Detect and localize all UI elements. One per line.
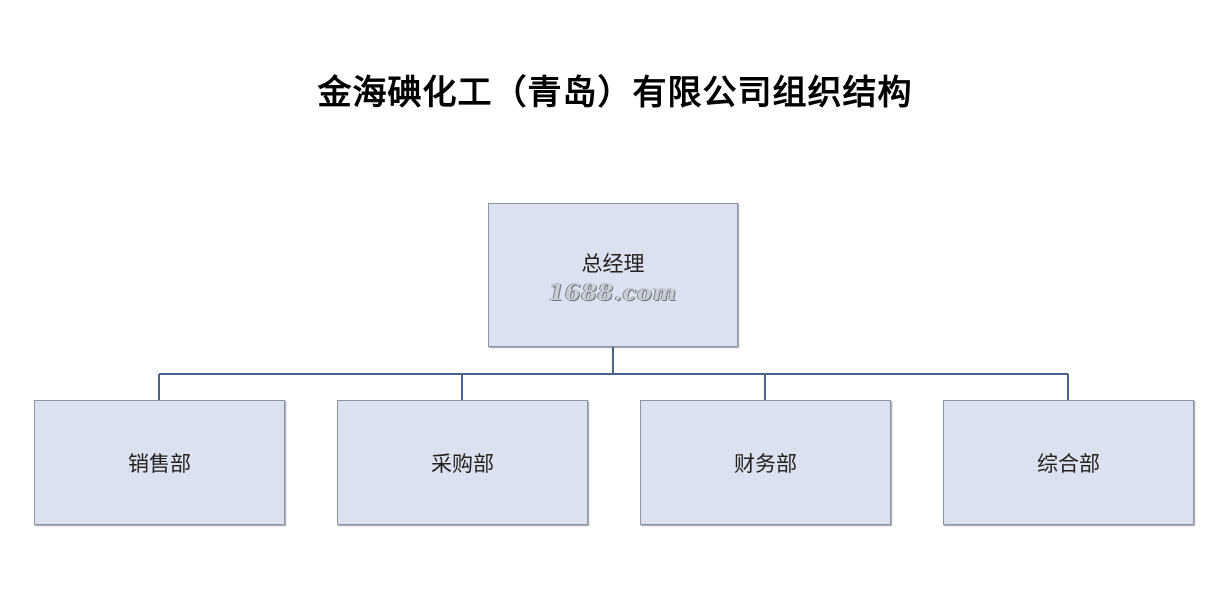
- sales-department-label: 销售部: [128, 451, 191, 476]
- purchasing-department-node: 采购部: [337, 400, 588, 525]
- watermark-logo: 1688.com: [548, 280, 678, 306]
- general-affairs-department-label: 综合部: [1037, 451, 1100, 476]
- general-manager-label: 总经理: [581, 252, 645, 276]
- general-manager-node: 总经理 1688.com: [488, 203, 738, 347]
- finance-department-node: 财务部: [640, 400, 891, 525]
- general-affairs-department-node: 综合部: [943, 400, 1194, 525]
- org-chart-title: 金海碘化工（青岛）有限公司组织结构: [317, 73, 913, 113]
- sales-department-node: 销售部: [34, 400, 285, 525]
- finance-department-label: 财务部: [734, 451, 797, 476]
- purchasing-department-label: 采购部: [431, 451, 494, 476]
